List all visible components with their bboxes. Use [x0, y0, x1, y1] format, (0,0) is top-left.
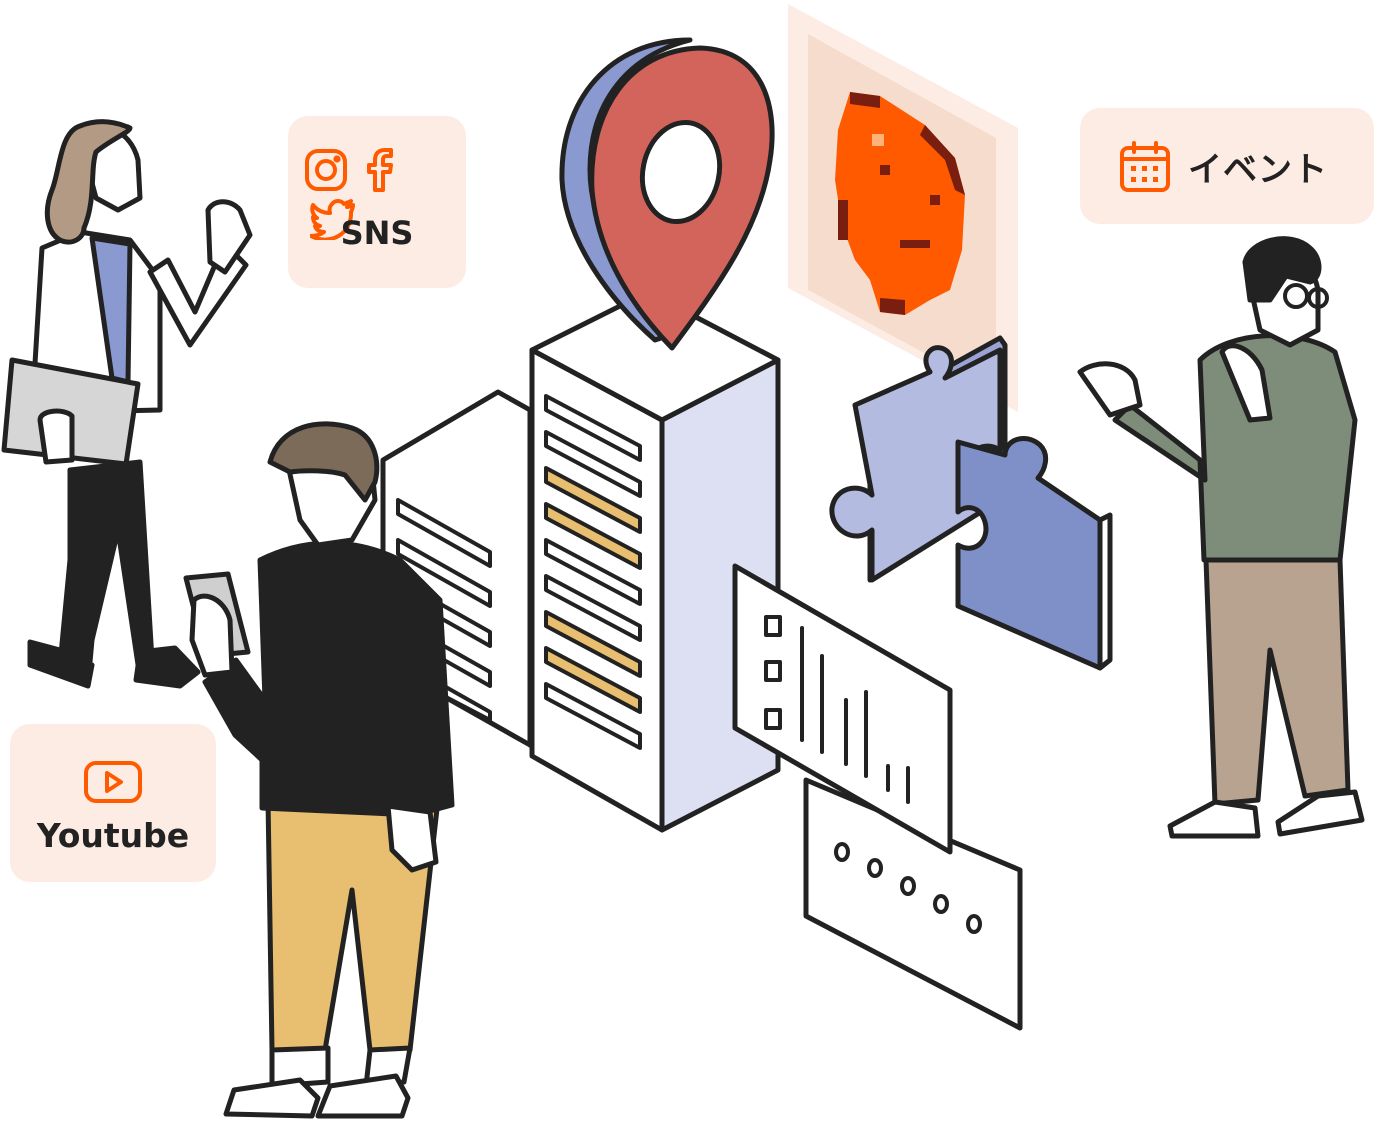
person-woman-laptop: [1, 119, 253, 689]
youtube-icon: [83, 760, 143, 808]
facebook-icon: [361, 148, 399, 196]
sns-label: SNS: [340, 214, 414, 252]
puzzle-pieces: [829, 335, 1113, 671]
bar-chart-lines: [800, 626, 910, 804]
person-man-hoodie: [1077, 236, 1365, 839]
sns-icons: [304, 148, 450, 242]
checkbox-list: [764, 615, 782, 730]
sns-card: SNS: [288, 116, 466, 288]
youtube-label: Youtube: [36, 816, 190, 855]
instagram-icon: [304, 148, 348, 196]
pixel-face-panel: [788, 4, 1018, 412]
event-card: イベント: [1080, 108, 1374, 224]
location-pin: [559, 37, 775, 351]
pixel-face-icon: [835, 92, 965, 315]
event-label: イベント: [1188, 150, 1328, 190]
calendar-icon: [1118, 140, 1172, 198]
dots-row: [834, 842, 982, 934]
twitter-icon: [309, 196, 356, 244]
youtube-card: Youtube: [10, 724, 216, 882]
data-screens: [732, 563, 1023, 1031]
server-tower: [529, 289, 781, 833]
person-man-phone: [183, 421, 455, 1119]
